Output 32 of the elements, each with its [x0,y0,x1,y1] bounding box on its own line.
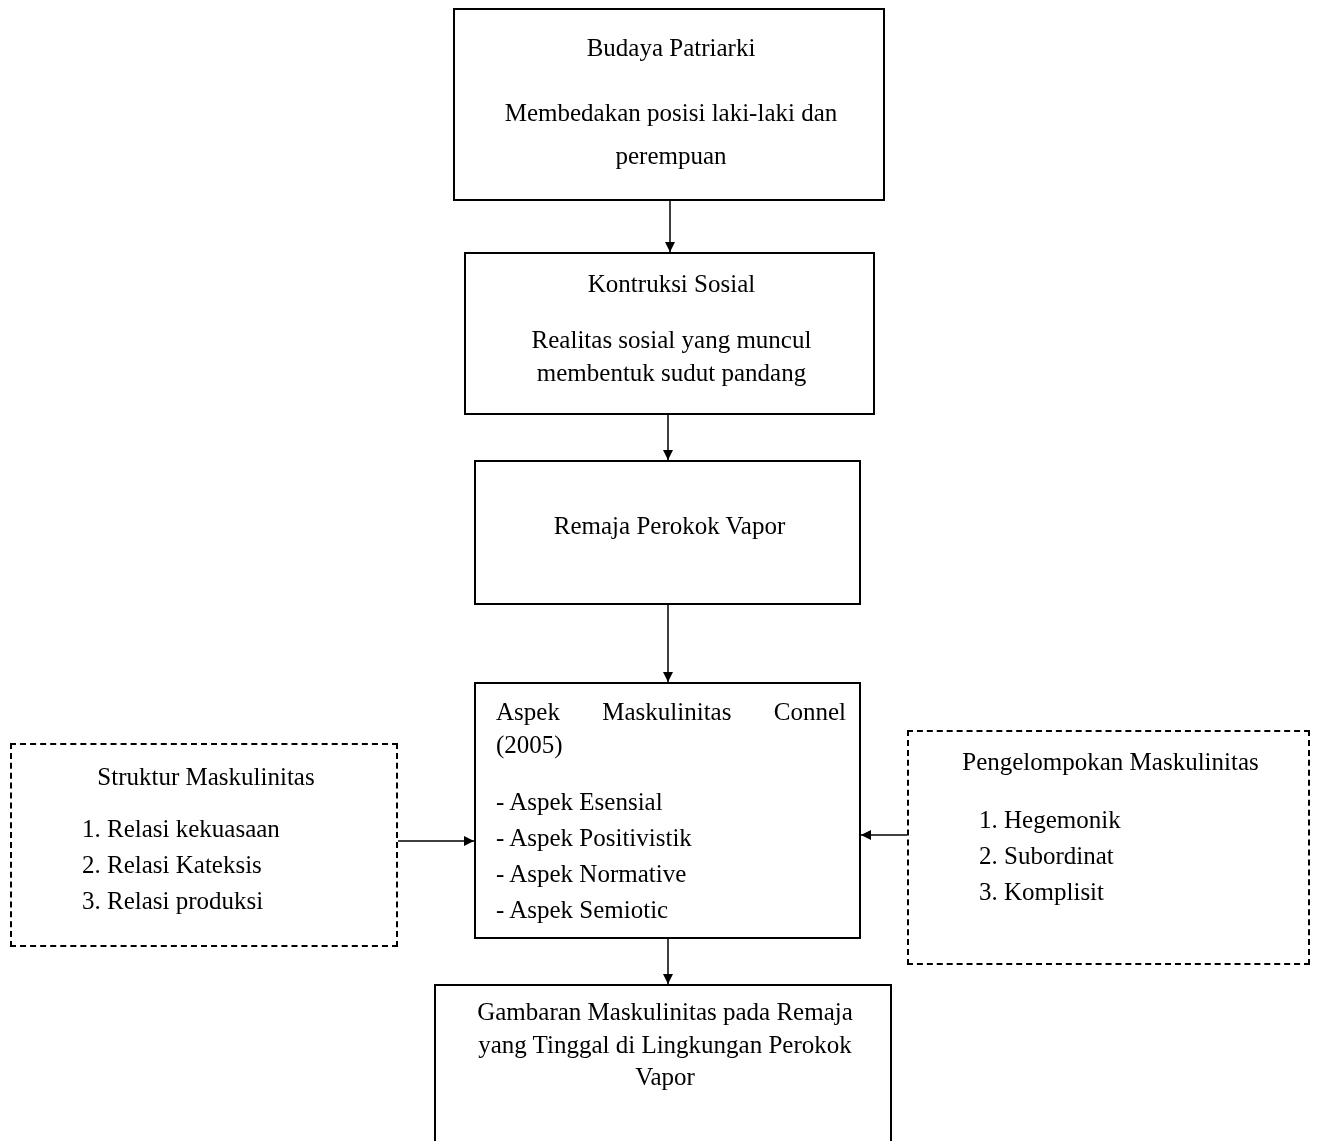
list-item: - Aspek Semiotic [496,895,670,925]
list-item: - Aspek Esensial [496,787,664,817]
box-heading: Kontruksi Sosial [586,269,757,299]
list-item: 1. Relasi kekuasaan [82,814,281,844]
list-item: 2. Subordinat [979,841,1115,871]
box-text: Membedakan posisi laki-laki dan perempuan [503,98,839,171]
arrow [663,938,673,985]
dashed-box [907,730,1310,965]
arrow [860,830,908,840]
process-box [453,8,885,201]
arrow [665,200,675,253]
box-heading: Aspek Maskulinitas Connel (2005) [496,697,846,761]
process-box [474,682,861,939]
box-text: Realitas sosial yang muncul membentuk sudut pandang [530,325,813,388]
arrow [663,414,673,461]
list-item: 1. Hegemonik [979,805,1122,835]
box-heading: Pengelompokan Maskulinitas [961,747,1260,777]
list-item: - Aspek Normative [496,859,688,889]
list-item: 3. Relasi produksi [82,886,265,916]
list-item: 2. Relasi Kateksis [82,850,263,880]
process-box [474,460,861,605]
list-item: - Aspek Positivistik [496,823,693,853]
dashed-box [10,743,398,947]
box-heading: Remaja Perokok Vapor [552,511,787,541]
arrow [663,604,673,683]
arrow [397,836,475,846]
process-box [434,984,892,1141]
process-box [464,252,875,415]
list-item: 3. Komplisit [979,877,1105,907]
box-heading: Gambaran Maskulinitas pada Remaja yang Tinggal di Lingkungan Perokok Vapor [476,997,854,1092]
box-heading: Budaya Patriarki [585,33,757,63]
box-heading: Struktur Maskulinitas [96,762,316,792]
